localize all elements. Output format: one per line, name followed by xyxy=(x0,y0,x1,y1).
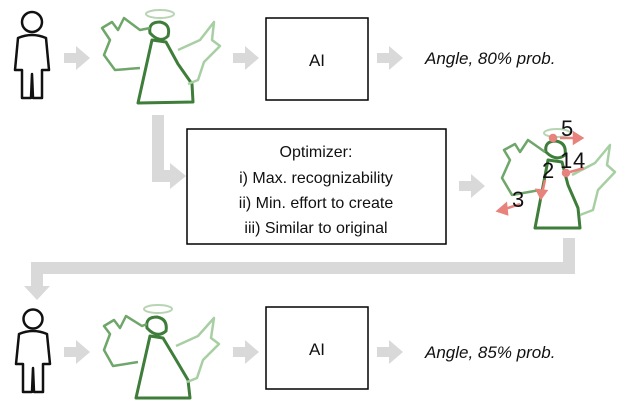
connector-arrow xyxy=(152,115,186,189)
edit-marker-5: 5 xyxy=(561,116,573,141)
arrow-right-icon xyxy=(233,46,259,70)
arrow-right-icon xyxy=(377,46,403,70)
angel-sketch-icon xyxy=(100,9,222,105)
optimizer-title: Optimizer: xyxy=(280,144,353,161)
edit-marker-2: 2 xyxy=(542,158,554,183)
ai-box-1: AI xyxy=(265,17,369,101)
ai-label-1: AI xyxy=(309,51,325,70)
result-label-1: Angle, 80% prob. xyxy=(424,49,555,68)
angel-sketch-icon xyxy=(102,304,221,400)
arrow-right-icon xyxy=(377,340,403,364)
ai-box-2: AI xyxy=(265,306,369,390)
objective-1: i) Max. recognizability xyxy=(239,170,393,187)
objective-3: iii) Similar to original xyxy=(244,220,387,237)
objective-2: ii) Min. effort to create xyxy=(239,195,394,212)
edit-marker-3: 3 xyxy=(512,187,524,212)
edit-marker-1: 1 xyxy=(560,148,572,173)
arrow-right-icon xyxy=(459,174,485,198)
person-icon xyxy=(14,308,52,394)
return-connector-arrow xyxy=(24,238,575,300)
edit-marker-4: 4 xyxy=(573,148,585,173)
ai-label-2: AI xyxy=(309,340,325,359)
edited-angel-sketch-icon: 5 2 1 4 3 xyxy=(495,116,617,230)
edit-arrow-icon xyxy=(495,130,585,216)
person-icon xyxy=(13,10,51,100)
result-label-2: Angle, 85% prob. xyxy=(424,343,555,362)
arrow-right-icon xyxy=(233,340,259,364)
arrow-right-icon xyxy=(64,46,90,70)
optimizer-box: Optimizer: i) Max. recognizability ii) M… xyxy=(186,128,447,245)
arrow-right-icon xyxy=(64,340,90,364)
